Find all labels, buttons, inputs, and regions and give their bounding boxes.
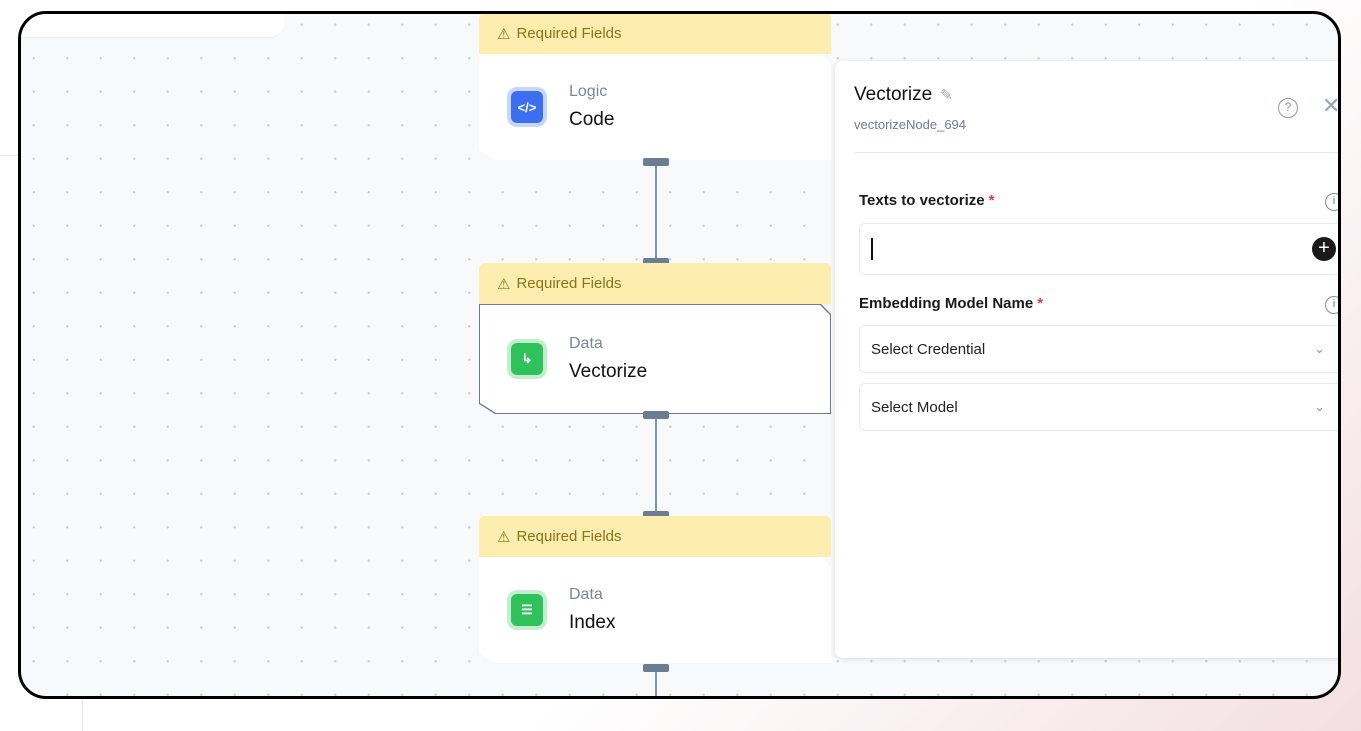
output-handle[interactable] [643,664,669,672]
chevron-down-icon: ⌄ [1314,399,1325,414]
node-category: Data [569,335,603,352]
node-settings-panel: Vectorize ✎ vectorizeNode_694 ? ✕ Texts t… [835,61,1341,658]
input-handle[interactable] [643,258,669,266]
database-icon: ☰ [511,594,543,626]
node-category: Data [569,586,603,603]
select-credential-dropdown[interactable]: Select Credential⌄ [859,325,1338,373]
text-cursor [871,238,873,260]
warning-icon: ⚠ [497,275,511,293]
code-icon: </> [511,91,543,123]
required-fields-badge: ⚠Required Fields [479,263,831,304]
output-handle[interactable] [643,158,669,166]
vector-axes-icon: ↳ [511,343,543,375]
info-icon[interactable]: i [1325,296,1338,314]
node-name: Vectorize [569,361,648,382]
divider [854,152,1338,153]
node-name: Code [569,109,615,130]
node-category: Logic [569,83,608,100]
embedding-model-label: Embedding Model Name* [859,295,1044,312]
info-icon[interactable]: i [1325,193,1338,211]
edit-pencil-icon[interactable]: ✎ [940,87,953,104]
close-icon[interactable]: ✕ [1322,93,1341,118]
panel-title: Vectorize [854,84,933,105]
top-toolbar-fragment [21,14,284,38]
required-fields-badge: ⚠Required Fields [479,14,831,54]
output-handle[interactable] [643,411,669,419]
warning-icon: ⚠ [497,528,511,546]
texts-to-vectorize-input[interactable]: + [859,223,1338,275]
node-name: Index [569,612,616,633]
edge-index-out [655,666,657,696]
help-icon[interactable]: ? [1278,98,1298,118]
select-model-dropdown[interactable]: Select Model⌄ [859,383,1338,431]
add-icon[interactable]: + [1312,237,1336,261]
edge-code-vectorize [655,161,657,261]
node-id: vectorizeNode_694 [854,117,967,132]
background-line [82,699,83,731]
required-fields-badge: ⚠Required Fields [479,516,831,557]
warning-icon: ⚠ [497,25,511,43]
chevron-down-icon: ⌄ [1314,341,1325,356]
background-line [0,155,18,156]
edge-vectorize-index [655,414,657,514]
texts-to-vectorize-label: Texts to vectorize* [859,192,995,209]
input-handle[interactable] [643,511,669,519]
